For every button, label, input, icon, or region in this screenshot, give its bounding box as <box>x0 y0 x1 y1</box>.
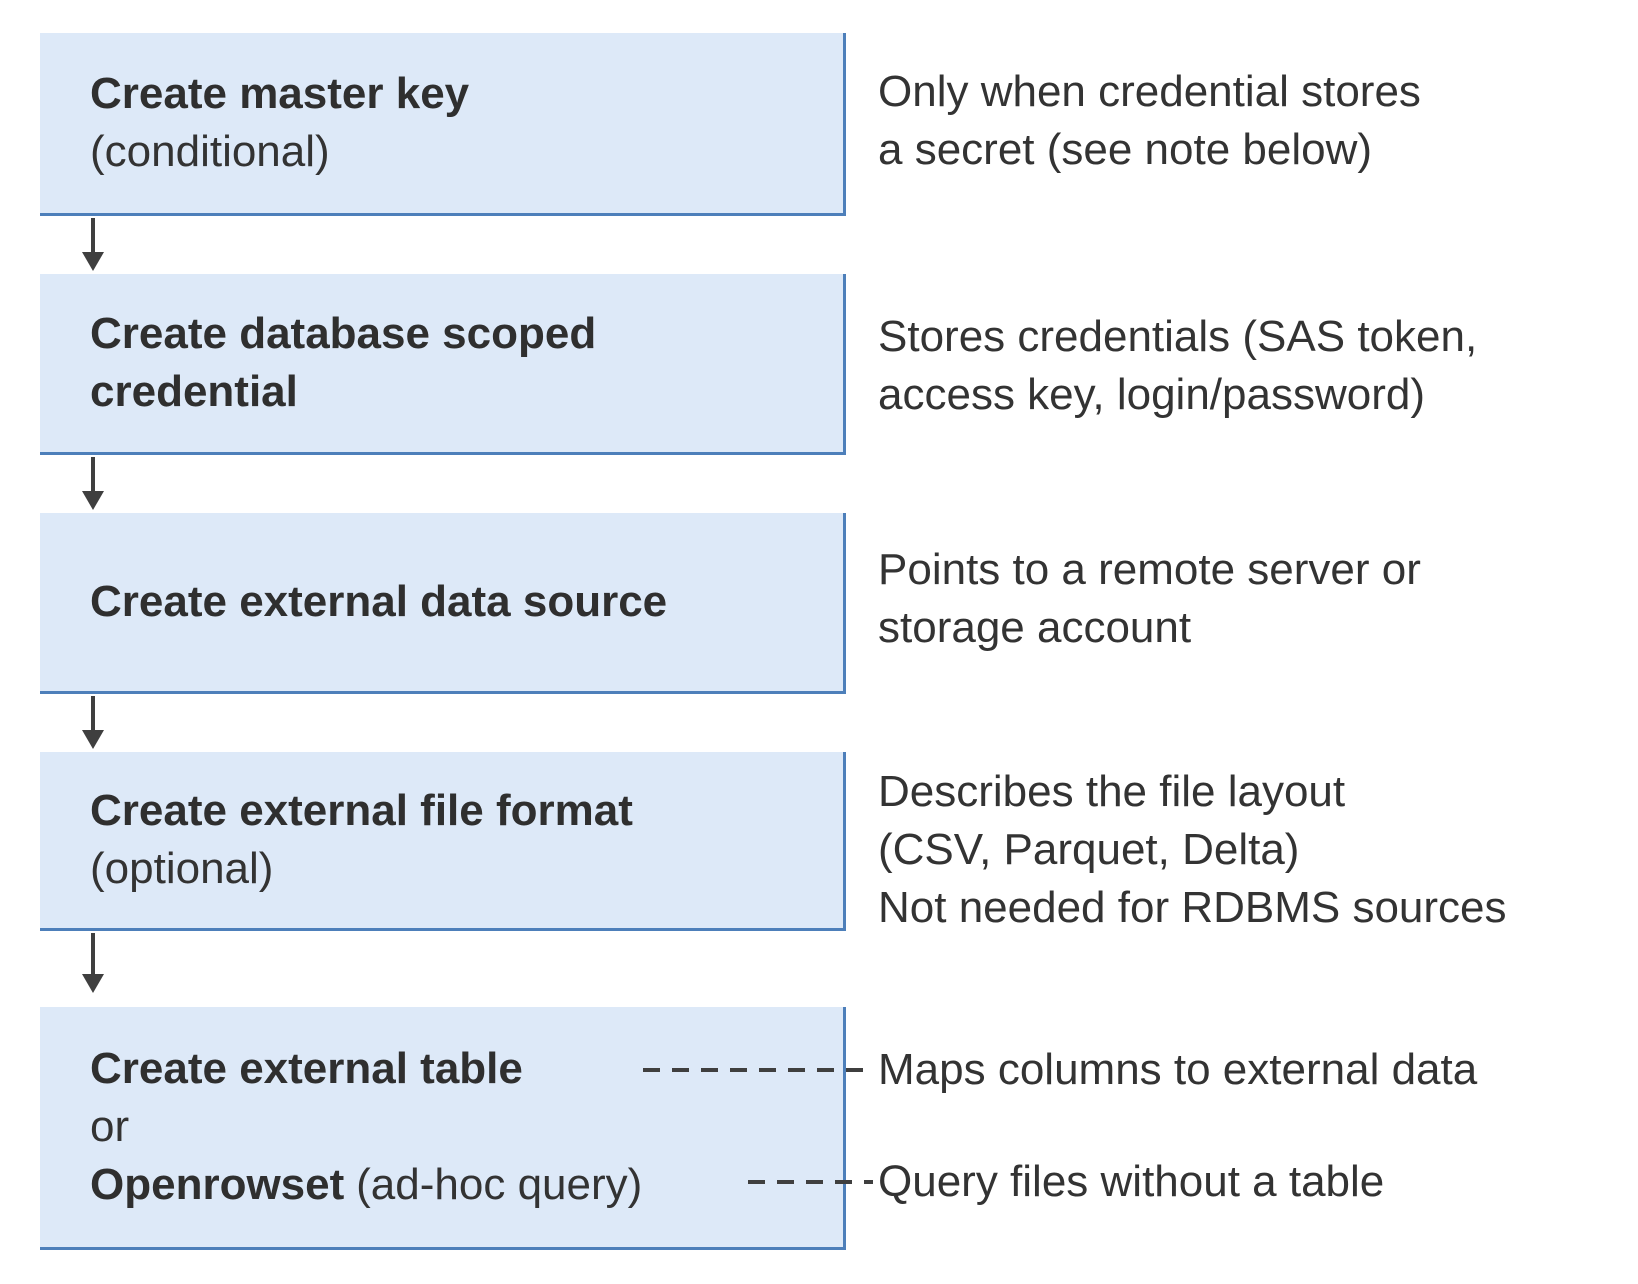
dashed-connector-icon <box>643 1068 873 1072</box>
arrow-down-icon <box>82 933 104 993</box>
note-line: Only when credential stores <box>878 67 1421 116</box>
box-alt-title: Openrowset <box>90 1160 345 1209</box>
box-title-line: credential <box>90 367 298 416</box>
note-line: access key, login/password) <box>878 370 1425 419</box>
box-title: Create external table <box>90 1044 523 1093</box>
flow-box-create-external-table-or-openrowset: Create external table or Openrowset(ad-h… <box>40 1007 846 1250</box>
box-qualifier: (conditional) <box>90 127 330 176</box>
note-line: (CSV, Parquet, Delta) <box>878 825 1300 874</box>
note-master-key: Only when credential stores a secret (se… <box>878 63 1421 179</box>
dashed-connector-icon <box>748 1180 873 1184</box>
note-line: Maps columns to external data <box>878 1045 1478 1094</box>
flow-box-create-external-data-source: Create external data source <box>40 513 846 694</box>
note-openrowset: Query files without a table <box>878 1153 1384 1211</box>
note-scoped-credential: Stores credentials (SAS token, access ke… <box>878 308 1477 424</box>
note-line: Describes the file layout <box>878 767 1346 816</box>
box-alt-qualifier: (ad-hoc query) <box>356 1160 643 1209</box>
box-title: Create external file format <box>90 786 633 835</box>
note-line: Not needed for RDBMS sources <box>878 883 1507 932</box>
note-external-data-source: Points to a remote server or storage acc… <box>878 541 1421 657</box>
note-line: Query files without a table <box>878 1157 1385 1206</box>
box-conjunction: or <box>90 1102 130 1151</box>
arrow-down-icon <box>82 457 104 510</box>
note-line: Stores credentials (SAS token, <box>878 312 1478 361</box>
note-line: Points to a remote server or <box>878 545 1421 594</box>
note-external-table: Maps columns to external data <box>878 1041 1477 1099</box>
arrow-down-icon <box>82 696 104 749</box>
note-line: a secret (see note below) <box>878 125 1373 174</box>
note-line: storage account <box>878 603 1192 652</box>
flow-box-create-master-key: Create master key (conditional) <box>40 33 846 216</box>
box-title-line: Create database scoped <box>90 309 597 358</box>
flow-box-create-external-file-format: Create external file format (optional) <box>40 752 846 931</box>
flow-box-create-database-scoped-credential: Create database scoped credential <box>40 274 846 455</box>
note-external-file-format: Describes the file layout (CSV, Parquet,… <box>878 763 1507 937</box>
arrow-down-icon <box>82 218 104 271</box>
box-qualifier: (optional) <box>90 844 274 893</box>
box-title: Create master key <box>90 69 470 118</box>
box-title: Create external data source <box>90 577 668 626</box>
